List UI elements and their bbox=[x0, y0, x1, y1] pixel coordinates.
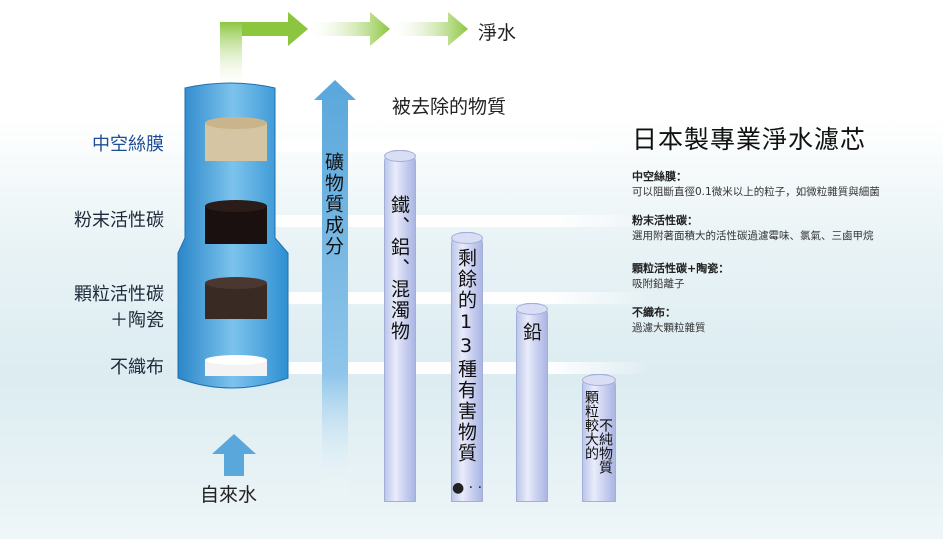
desc-title-granular-carbon: 顆粒活性碳+陶瓷： bbox=[632, 262, 730, 275]
desc-body-powder-carbon: 選用附著面積大的活性碳過濾霉味、氯氣、三鹵甲烷 bbox=[632, 230, 874, 242]
layer-label-nonwoven: 不織布 bbox=[110, 357, 164, 378]
column-lead: 鉛 bbox=[520, 322, 542, 343]
column-iron-aluminum: 鐵、鋁、混濁物 bbox=[388, 195, 410, 342]
dots: ● · · bbox=[452, 480, 483, 496]
input-label: 自來水 bbox=[200, 484, 258, 506]
column-harmful-13: 剩餘的13種有害物質 bbox=[455, 248, 477, 464]
desc-title-hollow-fiber: 中空絲膜： bbox=[632, 170, 687, 183]
main-title: 日本製專業淨水濾芯 bbox=[632, 125, 867, 154]
input-arrow bbox=[212, 434, 256, 476]
band-hollow-fiber bbox=[170, 140, 650, 152]
column-minerals: 礦物質成分 bbox=[322, 152, 344, 257]
layer-label-powder-carbon: 粉末活性碳 bbox=[74, 210, 164, 231]
tube-lead bbox=[516, 303, 548, 502]
desc-body-granular-carbon: 吸附鉛離子 bbox=[632, 278, 685, 290]
layer-label-hollow-fiber: 中空絲膜 bbox=[92, 134, 164, 155]
output-arrow bbox=[220, 12, 468, 90]
layer-label-granular-carbon: 顆粒活性碳 bbox=[74, 284, 164, 305]
column-impurities: 不純物質 bbox=[597, 418, 613, 474]
desc-body-nonwoven: 過濾大顆粒雜質 bbox=[632, 322, 706, 334]
desc-title-powder-carbon: 粉末活性碳： bbox=[632, 214, 698, 227]
tube-harmful-13 bbox=[451, 232, 483, 502]
filter-cartridge bbox=[177, 82, 289, 389]
layer-label-ceramic: ＋陶瓷 bbox=[110, 310, 164, 331]
mineral-column-arrow bbox=[314, 80, 356, 500]
removed-heading: 被去除的物質 bbox=[392, 96, 507, 118]
tube-iron-aluminum bbox=[384, 150, 416, 502]
desc-title-nonwoven: 不織布： bbox=[632, 306, 676, 319]
output-label: 淨水 bbox=[478, 22, 517, 44]
column-large-particles: 顆粒較大的 bbox=[583, 390, 599, 460]
tube-large-particles bbox=[582, 374, 616, 502]
desc-body-hollow-fiber: 可以阻斷直徑0.1微米以上的粒子，如微粒雜質與細菌 bbox=[632, 186, 880, 198]
